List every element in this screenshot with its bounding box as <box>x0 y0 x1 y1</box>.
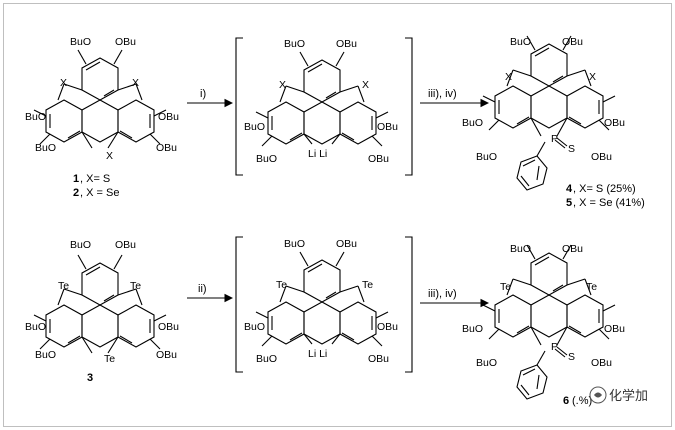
compound-1-description: , X= S <box>80 173 110 185</box>
compound-1-structure <box>33 49 167 149</box>
label: OBu <box>562 243 583 255</box>
label: OBu <box>604 323 625 335</box>
label: X <box>60 77 67 89</box>
label: OBu <box>158 111 179 123</box>
intermediate-2-brackets <box>235 236 413 373</box>
product-4-5-labels: BuO OBu X X BuO OBu BuO P S OBu <box>462 36 625 163</box>
label: Te <box>130 280 141 292</box>
label: Te <box>104 353 115 365</box>
arrow-3-label: ii) <box>198 283 207 295</box>
label: OBu <box>368 353 389 365</box>
compound-6-description: (.%) <box>572 395 592 407</box>
label: OBu <box>377 321 398 333</box>
figure-frame <box>3 3 672 427</box>
label: OBu <box>336 238 357 250</box>
label: Li Li <box>308 148 327 160</box>
intermediate-2-structure <box>255 251 389 347</box>
label: OBu <box>591 357 612 369</box>
label: BuO <box>462 323 483 335</box>
label: P <box>551 341 558 353</box>
label: BuO <box>70 239 91 251</box>
compound-2-number: 2 <box>73 187 79 199</box>
label: P <box>551 133 558 145</box>
label: OBu <box>562 36 583 48</box>
label: Li Li <box>308 348 327 360</box>
intermediate-2-labels: BuO OBu Te Te BuO OBu BuO Li Li OBu <box>244 238 398 365</box>
product-6-labels: BuO OBu Te Te BuO OBu BuO P S OBu <box>462 243 625 369</box>
label: OBu <box>604 117 625 129</box>
label: BuO <box>256 353 277 365</box>
label: BuO <box>476 357 497 369</box>
label: S <box>568 351 575 363</box>
label: X <box>132 77 139 89</box>
label: Te <box>500 281 511 293</box>
product-4-5-structure <box>482 35 616 191</box>
label: X <box>505 71 512 83</box>
label: Te <box>362 279 373 291</box>
label: BuO <box>284 38 305 50</box>
label: BuO <box>462 117 483 129</box>
compound-6-number: 6 <box>563 395 569 407</box>
label: X <box>279 79 286 91</box>
watermark: 化学加 <box>589 386 648 404</box>
compound-1-labels: BuO OBu X X BuO OBu BuO X OBu <box>25 36 179 162</box>
label: BuO <box>25 111 46 123</box>
label: X <box>362 79 369 91</box>
arrow-2-label: iii), iv) <box>428 88 457 100</box>
label: BuO <box>35 349 56 361</box>
compound-4-description: , X= S (25%) <box>573 183 636 195</box>
label: BuO <box>70 36 91 48</box>
label: BuO <box>25 321 46 333</box>
label: BuO <box>476 151 497 163</box>
label: Te <box>58 280 69 292</box>
label: OBu <box>158 321 179 333</box>
product-6-structure <box>482 244 616 400</box>
label: Te <box>586 281 597 293</box>
label: OBu <box>377 121 398 133</box>
intermediate-1-labels: BuO OBu X X BuO OBu BuO Li Li OBu <box>244 38 398 165</box>
label: OBu <box>115 239 136 251</box>
label: OBu <box>115 36 136 48</box>
arrow-4-label: iii), iv) <box>428 288 457 300</box>
label: S <box>568 143 575 155</box>
compound-3-labels: BuO OBu Te Te BuO OBu BuO Te OBu <box>25 239 179 365</box>
label: BuO <box>244 321 265 333</box>
label: OBu <box>591 151 612 163</box>
watermark-text: 化学加 <box>609 388 648 404</box>
intermediate-1-brackets <box>235 37 413 176</box>
compound-5-number: 5 <box>566 197 572 209</box>
label: X <box>106 150 113 162</box>
compound-5-description: , X = Se (41%) <box>573 197 645 209</box>
label: BuO <box>510 243 531 255</box>
label: OBu <box>156 142 177 154</box>
compound-3-number: 3 <box>87 372 93 384</box>
label: BuO <box>244 121 265 133</box>
label: BuO <box>256 153 277 165</box>
label: BuO <box>35 142 56 154</box>
label: BuO <box>284 238 305 250</box>
compound-3-structure <box>33 254 167 354</box>
label: BuO <box>510 36 531 48</box>
compound-2-description: , X = Se <box>80 187 119 199</box>
label: OBu <box>368 153 389 165</box>
label: OBu <box>336 38 357 50</box>
compound-1-number: 1 <box>73 173 79 185</box>
label: X <box>589 71 596 83</box>
intermediate-1-structure <box>255 51 389 147</box>
arrow-1-label: i) <box>200 88 206 100</box>
label: Te <box>276 279 287 291</box>
label: OBu <box>156 349 177 361</box>
compound-4-number: 4 <box>566 183 573 195</box>
